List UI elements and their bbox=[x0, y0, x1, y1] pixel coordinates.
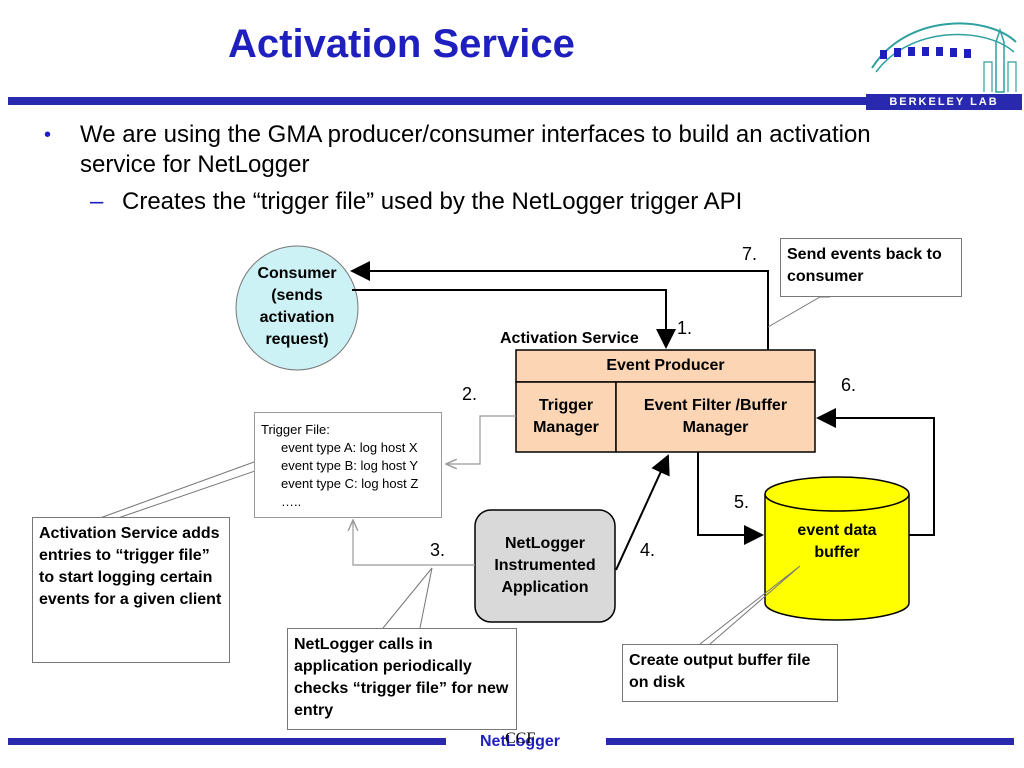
step-number-6: 6. bbox=[841, 375, 857, 395]
event-filter-label: Event Filter /Buffer Manager bbox=[643, 397, 788, 436]
callout-pointer-send-events bbox=[767, 296, 830, 328]
callout-send-events: Send events back to consumer bbox=[780, 238, 962, 297]
trigger-file-title: Trigger File: bbox=[261, 422, 330, 437]
callout-pointer-netlogger-calls bbox=[382, 567, 433, 629]
logo-band bbox=[866, 94, 1022, 110]
arrow-step-6 bbox=[816, 408, 935, 536]
step-number-7: 7. bbox=[742, 244, 758, 264]
callout-activation-adds: Activation Service adds entries to “trig… bbox=[32, 517, 230, 663]
netlogger-app-label: NetLogger Instrumented Application bbox=[494, 535, 596, 596]
callout-pointer-create-buffer bbox=[699, 565, 801, 645]
arrow-step-1 bbox=[352, 289, 676, 349]
footer-netlogger: NetLogger bbox=[480, 733, 560, 750]
event-producer-header bbox=[515, 349, 816, 383]
arrow-step-3 bbox=[353, 520, 475, 566]
netlogger-app-node bbox=[474, 509, 616, 623]
activation-service-label: Activation Service bbox=[500, 330, 639, 347]
callout-create-buffer: Create output buffer file on disk bbox=[622, 644, 838, 702]
callout-pointer-activation-adds bbox=[99, 461, 259, 519]
footer-bar-left bbox=[8, 738, 446, 745]
callout-netlogger-calls: NetLogger calls in application periodica… bbox=[287, 628, 517, 730]
berkeley-lab-logo-icon bbox=[871, 22, 1017, 93]
arrow-step-5 bbox=[697, 452, 764, 545]
trigger-manager-node bbox=[515, 381, 617, 453]
bullet-text: We are using the GMA producer/consumer i… bbox=[80, 121, 871, 178]
event-producer-label: Event Producer bbox=[606, 357, 725, 374]
logo-text: BERKELEY LAB bbox=[889, 96, 999, 108]
bullet-marker: – bbox=[90, 188, 104, 215]
trigger-file-entry: event type A: log host X bbox=[281, 440, 418, 455]
footer-ccf: CCF bbox=[505, 730, 536, 747]
consumer-label: Consumer (sends activation request) bbox=[257, 265, 337, 348]
event-buffer-label: event data buffer bbox=[797, 522, 877, 561]
step-number-4: 4. bbox=[640, 540, 656, 560]
slide-title: Activation Service bbox=[228, 22, 575, 66]
consumer-node bbox=[235, 245, 359, 371]
arrow-step-7 bbox=[350, 261, 769, 350]
arrow-step-2 bbox=[446, 415, 516, 464]
step-number-2: 2. bbox=[462, 384, 478, 404]
step-number-1: 1. bbox=[677, 318, 693, 338]
event-buffer-node bbox=[764, 476, 910, 621]
trigger-file-entry: event type B: log host Y bbox=[281, 458, 419, 473]
arrow-step-4 bbox=[615, 454, 670, 571]
step-number-5: 5. bbox=[734, 492, 750, 512]
event-filter-node bbox=[615, 381, 816, 453]
step-number-3: 3. bbox=[430, 540, 446, 560]
title-underline-bar bbox=[8, 97, 866, 105]
footer-bar-right bbox=[606, 738, 1014, 745]
bullet-marker: • bbox=[44, 124, 52, 146]
trigger-file-entry: event type C: log host Z bbox=[281, 476, 419, 491]
bullet-text: Creates the “trigger file” used by the N… bbox=[122, 188, 743, 215]
trigger-manager-label: Trigger Manager bbox=[533, 397, 599, 436]
trigger-file-box: Trigger File: event type A: log host X e… bbox=[254, 412, 442, 518]
trigger-file-entry: ….. bbox=[281, 494, 302, 509]
